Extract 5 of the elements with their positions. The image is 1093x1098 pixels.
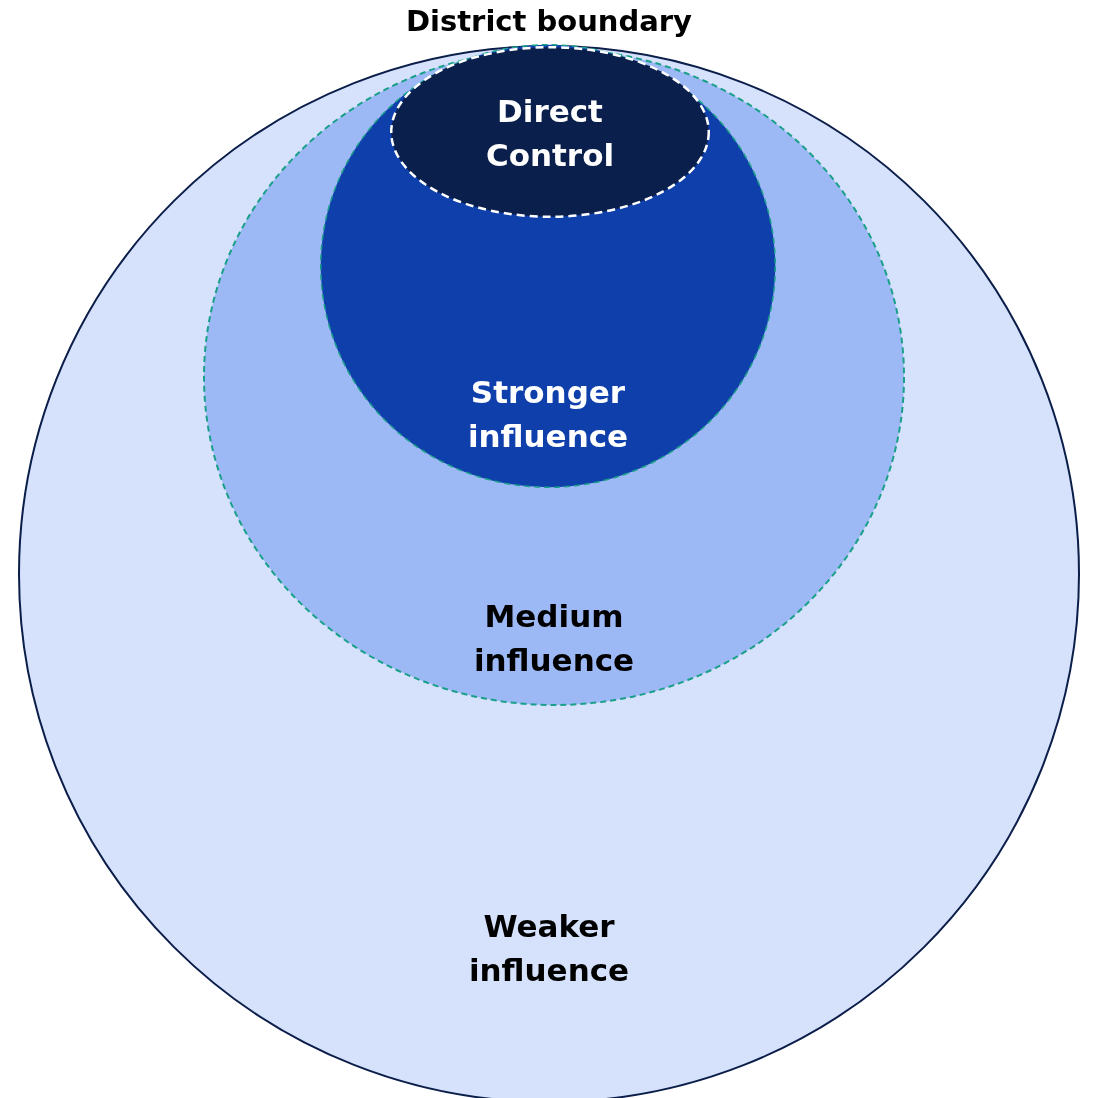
zone-label: Weaker influence (467, 907, 631, 990)
zone-label: Medium influence (472, 597, 636, 680)
zone-label: Direct Control (484, 92, 616, 175)
zone-label: Stronger influence (466, 373, 630, 456)
boundary-title: District boundary (405, 4, 692, 38)
